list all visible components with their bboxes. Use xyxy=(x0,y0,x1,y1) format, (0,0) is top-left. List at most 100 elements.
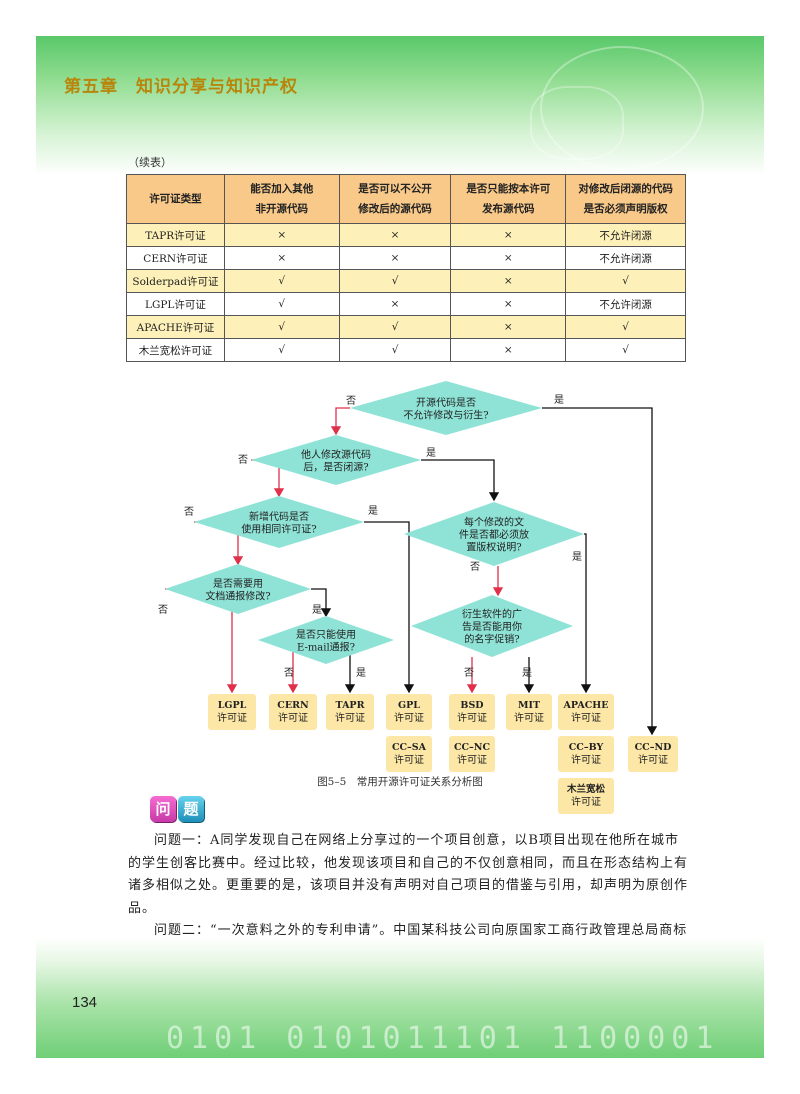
decision-text: 告是否能用你 xyxy=(462,620,522,633)
decision-text: 后，是否闭源? xyxy=(303,460,368,473)
license-label: 木兰宽松 xyxy=(566,783,606,795)
table-cell: × xyxy=(338,223,452,247)
table-cell: × xyxy=(338,292,452,316)
question-badge-char: 问 xyxy=(150,796,176,822)
license-label: 许可证 xyxy=(638,754,668,766)
table-cell: √ xyxy=(338,315,452,339)
license-label: 许可证 xyxy=(571,712,601,724)
header-line: 发布源代码 xyxy=(482,203,535,215)
table-cell: × xyxy=(450,269,567,293)
flow-arrow xyxy=(311,588,332,618)
table-row: LGPL许可证 √ × × 不允许闭源 xyxy=(126,292,686,316)
license-box xyxy=(449,694,495,730)
license-box xyxy=(506,694,552,730)
header-line: 是否可以不公开 xyxy=(358,183,432,195)
license-label: 许可证 xyxy=(457,754,487,766)
license-label: BSD xyxy=(460,700,483,711)
license-label: CERN xyxy=(277,700,309,711)
table-cell: CERN许可证 xyxy=(126,246,225,270)
table-cell: √ xyxy=(338,269,452,293)
table-row: APACHE许可证 √ √ × √ xyxy=(126,315,686,339)
header-band: 第五章 知识分享与知识产权 xyxy=(36,36,764,176)
header-line: 是否只能按本许可 xyxy=(466,183,551,195)
license-box xyxy=(269,694,317,730)
license-comparison-table: 许可证类型 能否加入其他非开源代码 是否可以不公开修改后的源代码 是否只能按本许… xyxy=(126,174,686,362)
branch-yes-label: 是 xyxy=(554,394,564,406)
table-cell: √ xyxy=(223,338,340,362)
license-label: GPL xyxy=(398,700,420,711)
decision-diamond xyxy=(165,564,311,614)
decision-text: 文档通报修改? xyxy=(205,589,270,602)
flowchart-nodes: 开源代码是否不允许修改与衍生?他人修改源代码后，是否闭源?新增代码是否使用相同许… xyxy=(165,381,678,814)
branch-yes-label: 是 xyxy=(426,447,436,459)
table-continuation-label: （续表） xyxy=(128,156,172,169)
license-box xyxy=(628,736,678,772)
table-cell: 不允许闭源 xyxy=(565,292,686,316)
branch-yes-label: 是 xyxy=(572,551,582,563)
decision-diamond xyxy=(251,435,421,485)
license-label: 许可证 xyxy=(217,712,247,724)
license-label: CC–SA xyxy=(392,742,427,753)
column-header: 能否加入其他非开源代码 xyxy=(223,174,340,224)
decision-text: 新增代码是否 xyxy=(249,510,309,523)
table-cell: × xyxy=(450,315,567,339)
table-cell: √ xyxy=(223,315,340,339)
flow-arrow xyxy=(364,521,415,694)
license-flowchart: 开源代码是否不允许修改与衍生?他人修改源代码后，是否闭源?新增代码是否使用相同许… xyxy=(158,381,678,814)
branch-no-label: 否 xyxy=(158,604,168,616)
decision-text: 置版权说明? xyxy=(466,541,521,554)
footer-band: 0101 0101011101 1100001 xyxy=(36,938,764,1058)
column-header: 是否可以不公开修改后的源代码 xyxy=(338,174,452,224)
table-cell: × xyxy=(338,246,452,270)
table-cell: × xyxy=(450,223,567,247)
table-cell: 不允许闭源 xyxy=(565,223,686,247)
branch-no-label: 否 xyxy=(284,667,294,679)
table-cell: √ xyxy=(565,315,686,339)
license-label: APACHE xyxy=(563,700,609,711)
table-cell: 不允许闭源 xyxy=(565,246,686,270)
table-row: 木兰宽松许可证 √ √ × √ xyxy=(126,338,686,362)
license-box xyxy=(326,694,374,730)
footer-binary-decoration: 0101 0101011101 1100001 xyxy=(166,1021,720,1056)
table-cell: × xyxy=(450,246,567,270)
decision-text: 他人修改源代码 xyxy=(301,448,371,461)
decision-text: 是否需要用 xyxy=(213,578,263,590)
table-row: CERN许可证 × × × 不允许闭源 xyxy=(126,246,686,270)
license-label: 许可证 xyxy=(571,796,601,808)
table-cell: TAPR许可证 xyxy=(126,223,225,247)
license-box xyxy=(386,736,432,772)
table-cell: APACHE许可证 xyxy=(126,315,225,339)
decision-text: 开源代码是否 xyxy=(416,396,476,409)
flow-arrow xyxy=(421,459,500,502)
header-line: 能否加入其他 xyxy=(250,183,314,195)
table-cell: × xyxy=(450,292,567,316)
decision-text: 的名字促销? xyxy=(464,633,519,646)
branch-no-label: 否 xyxy=(346,395,356,407)
table-cell: √ xyxy=(223,269,340,293)
license-label: 许可证 xyxy=(394,754,424,766)
license-label: MIT xyxy=(518,700,540,711)
flowchart-branch-labels: 否是否是否是否是否是否是否是 xyxy=(158,394,582,679)
header-line: 是否必须声明版权 xyxy=(583,203,668,215)
header-line: 修改后的源代码 xyxy=(358,203,432,215)
table-cell: √ xyxy=(565,269,686,293)
license-label: CC–BY xyxy=(569,742,604,753)
table-row: TAPR许可证 × × × 不允许闭源 xyxy=(126,223,686,247)
branch-no-label: 否 xyxy=(184,506,194,518)
branch-no-label: 否 xyxy=(470,561,480,573)
page-number: 134 xyxy=(72,994,98,1011)
license-label: 许可证 xyxy=(514,712,544,724)
table-cell: × xyxy=(223,223,340,247)
license-label: 许可证 xyxy=(278,712,308,724)
decision-text: E-mail通报? xyxy=(297,640,355,653)
license-label: CC–ND xyxy=(635,742,672,753)
textbook-page: 第五章 知识分享与知识产权 （续表） 许可证类型 能否加入其他非开源代码 是否可… xyxy=(36,36,764,1058)
question-one-paragraph: 问题一：A同学发现自己在网络上分享过的一个项目创意，以B项目出现在他所在城市的学… xyxy=(128,833,689,916)
question-badge: 问 题 xyxy=(150,796,204,822)
table-cell: Solderpad许可证 xyxy=(126,269,225,293)
branch-yes-label: 是 xyxy=(522,667,532,679)
column-header: 是否只能按本许可发布源代码 xyxy=(450,174,567,224)
flow-arrow xyxy=(580,533,592,694)
license-label: 许可证 xyxy=(335,712,365,724)
license-box xyxy=(558,694,614,730)
